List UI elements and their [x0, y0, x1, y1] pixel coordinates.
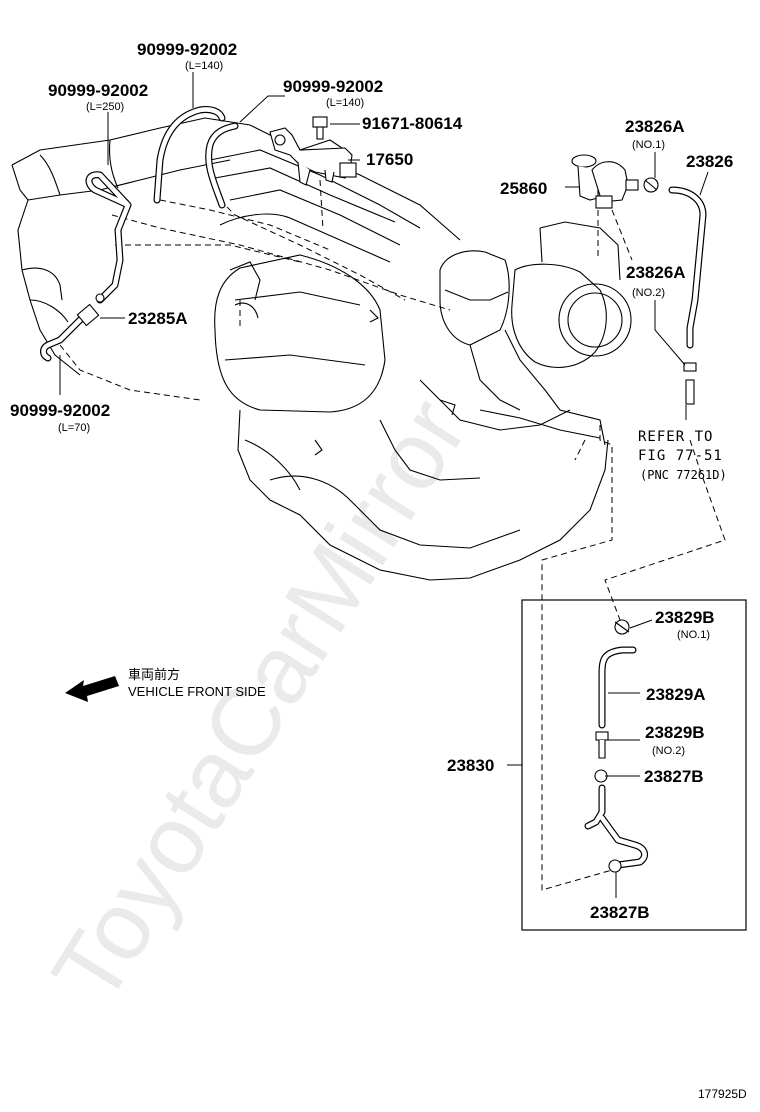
label-clamp-23829b-no2: 23829B: [645, 723, 705, 742]
label-hose-l250: 90999-92002: [48, 81, 148, 100]
label-hose-23826: 23826: [686, 152, 733, 171]
watermark: ToyotaCarMirror: [32, 381, 487, 1021]
label-clamp-23826a-no2: 23826A: [626, 263, 686, 282]
clamp-23829b-no1-part: [614, 619, 630, 635]
clamp-23826a-no1-part: [643, 177, 659, 193]
hose-l250: [85, 171, 132, 304]
note-clamp-23829b-no2: (NO.2): [652, 745, 685, 757]
label-clamp-23285a: 23285A: [128, 309, 188, 328]
note-clamp-23826a-no2: (NO.2): [632, 287, 665, 299]
note-hose-l70: (L=70): [58, 422, 90, 434]
engine-assembly: [11, 117, 632, 581]
clamp-23829b-no2-part: [595, 731, 609, 759]
dashed-routing-lines: [59, 179, 726, 891]
hose-23826-part: [668, 186, 707, 349]
vehicle-front-en: VEHICLE FRONT SIDE: [128, 684, 266, 699]
label-clamp-23827b-upper: 23827B: [644, 767, 704, 786]
arrow-left-icon: [65, 676, 119, 702]
note-clamp-23826a-no1: (NO.1): [632, 139, 665, 151]
label-hose-23829a: 23829A: [646, 685, 706, 704]
label-hose-l140-top: 90999-92002: [137, 40, 237, 59]
clamp-23827b-lower-part: [608, 859, 622, 873]
clamp-23285a-part: [76, 293, 105, 327]
valve-25860-part: [571, 154, 639, 209]
vehicle-front-jp: 車両前方: [128, 667, 180, 682]
label-assembly-23830: 23830: [447, 756, 494, 775]
hose-l70: [40, 314, 86, 362]
note-clamp-23829b-no1: (NO.1): [677, 629, 710, 641]
bolt-part: [312, 116, 328, 140]
refer-line-3: (PNC 77261D): [640, 468, 727, 482]
hose-l140-right: [205, 122, 239, 209]
label-hose-l140-right: 90999-92002: [283, 77, 383, 96]
note-hose-l250: (L=250): [86, 101, 124, 113]
leader-lines: [59, 72, 709, 898]
hose-l140-top: [153, 106, 226, 204]
label-bolt: 91671-80614: [362, 114, 463, 133]
refer-line-2: FIG 77-51: [638, 448, 723, 464]
refer-line-1: REFER TO: [638, 429, 713, 445]
hose-23829a-part: [598, 646, 637, 729]
label-bracket: 17650: [366, 150, 413, 169]
note-hose-l140-top: (L=140): [185, 60, 223, 72]
label-valve-25860: 25860: [500, 179, 547, 198]
bracket-17650-part: [269, 127, 357, 186]
figure-id: 177925D: [698, 1087, 747, 1101]
clamp-23826a-no2-part: [683, 362, 697, 405]
label-clamp-23829b-no1: 23829B: [655, 608, 715, 627]
label-hose-l70: 90999-92002: [10, 401, 110, 420]
label-clamp-23827b-lower: 23827B: [590, 903, 650, 922]
pipe-23830-part: [584, 784, 649, 869]
vehicle-front-indicator: 車両前方 VEHICLE FRONT SIDE: [65, 667, 266, 702]
label-clamp-23826a-no1: 23826A: [625, 117, 685, 136]
note-hose-l140-right: (L=140): [326, 97, 364, 109]
